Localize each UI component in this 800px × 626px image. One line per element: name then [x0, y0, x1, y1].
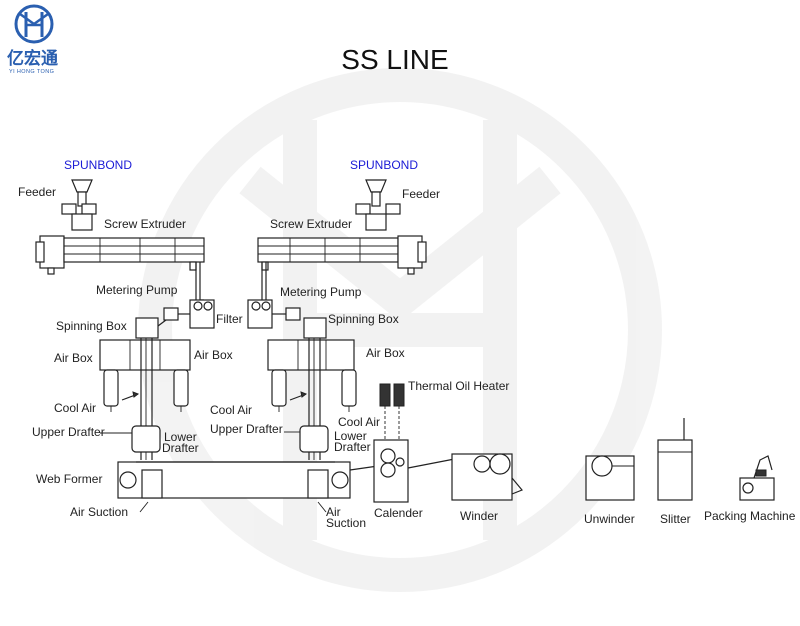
feeder-right: [355, 179, 401, 231]
calender: [373, 439, 409, 503]
label-metering-pump-right: Metering Pump: [280, 285, 362, 299]
label-web-former: Web Former: [36, 472, 102, 486]
label-metering-pump-left: Metering Pump: [96, 283, 178, 297]
label-calender: Calender: [374, 506, 423, 520]
logo-latin-name: YI HONG TONG: [9, 69, 54, 75]
filter-right: [247, 299, 273, 329]
unwinder: [585, 455, 635, 501]
drawing-channel-right: [289, 338, 329, 460]
label-air-suction-left: Air Suction: [70, 505, 128, 519]
leader-lines: [100, 431, 327, 513]
air-boxes-left: [99, 339, 191, 412]
air-boxes-right: [267, 339, 357, 412]
label-air-box-right: Air Box: [366, 346, 405, 360]
spunbond-unit-right: [247, 179, 427, 460]
label-slitter: Slitter: [660, 512, 691, 526]
label-lower-drafter-left-2: Drafter: [162, 441, 199, 455]
label-spunbond-left: SPUNBOND: [64, 158, 132, 172]
label-spinning-box-left: Spinning Box: [56, 319, 127, 333]
web-former: [117, 461, 379, 499]
screw-extruder-left: [35, 235, 205, 275]
label-lower-drafter-left-1: Lower: [164, 430, 197, 444]
feeder-left: [61, 179, 97, 231]
label-cool-air-right: Cool Air: [338, 415, 380, 429]
label-spunbond-right: SPUNBOND: [350, 158, 418, 172]
filter-left: [189, 299, 215, 329]
packing-machine: [739, 455, 775, 501]
screw-extruder-right: [257, 235, 427, 275]
label-spinning-box-right: Spinning Box: [328, 312, 399, 326]
label-lower-drafter-right-1: Lower: [334, 429, 367, 443]
label-cool-air-mid: Cool Air: [210, 403, 252, 417]
thermal-oil-heater: [379, 383, 405, 440]
label-air-box-left-1: Air Box: [54, 351, 93, 365]
label-screw-extruder-right: Screw Extruder: [270, 217, 352, 231]
diagram-labels: SPUNBOND SPUNBOND Feeder Feeder Screw Ex…: [18, 158, 796, 530]
label-air-box-left-2: Air Box: [194, 348, 233, 362]
label-air-suction-right-2: Suction: [326, 516, 366, 530]
spunbond-unit-left: [35, 179, 215, 460]
label-winder: Winder: [460, 509, 498, 523]
page-title: SS LINE: [341, 44, 448, 75]
label-air-suction-right-1: Air: [326, 505, 341, 519]
label-upper-drafter-right: Upper Drafter: [210, 422, 283, 436]
label-thermal-oil-heater: Thermal Oil Heater: [408, 379, 509, 393]
winder: [451, 453, 523, 501]
label-unwinder: Unwinder: [584, 512, 635, 526]
label-upper-drafter-left: Upper Drafter: [32, 425, 105, 439]
drawing-channel-left: [121, 338, 161, 460]
label-cool-air-left: Cool Air: [54, 401, 96, 415]
label-feeder-right: Feeder: [402, 187, 440, 201]
label-feeder-left: Feeder: [18, 185, 56, 199]
slitter: [657, 418, 693, 501]
label-lower-drafter-right-2: Drafter: [334, 440, 371, 454]
spinning-box-left: [135, 317, 167, 339]
label-filter: Filter: [216, 312, 243, 326]
label-screw-extruder-left: Screw Extruder: [104, 217, 186, 231]
metering-pump-right: [272, 307, 301, 321]
logo-chinese-name: 亿宏通: [7, 48, 58, 69]
metering-pump-left: [163, 307, 190, 321]
company-logo: 亿宏通 YI HONG TONG: [7, 4, 58, 75]
spinning-box-right: [303, 317, 327, 339]
label-packing-machine: Packing Machine: [704, 509, 796, 523]
